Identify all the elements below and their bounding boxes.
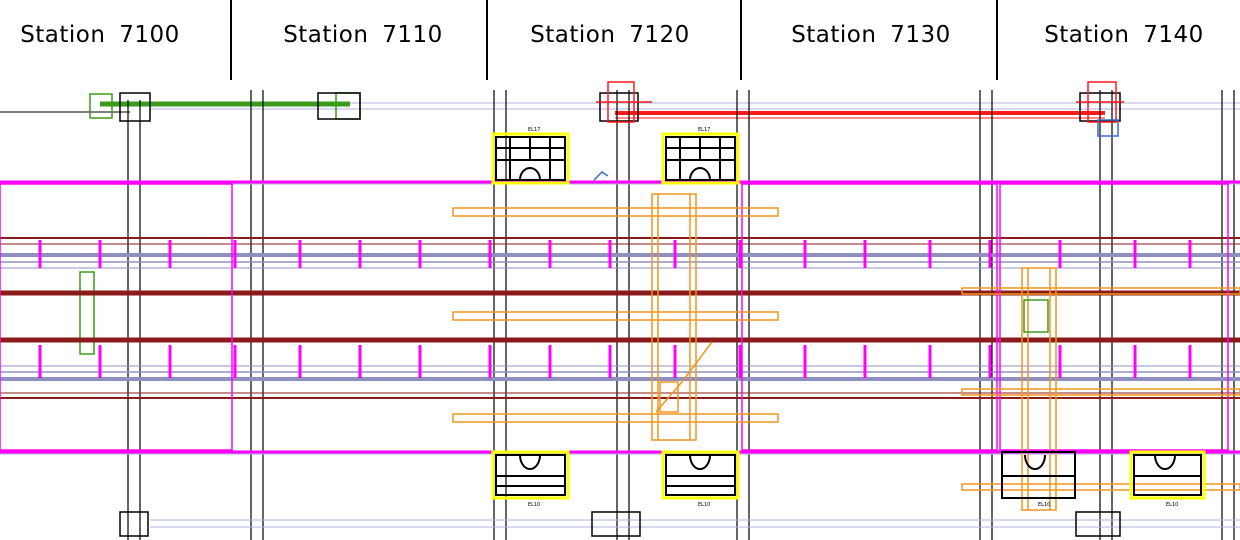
station-label-7110: Station 7110 — [283, 22, 443, 48]
fixture-cage-bottom — [491, 450, 1206, 500]
green-clamp-unit — [79, 92, 361, 355]
orange-lift-frame — [452, 193, 779, 441]
magenta-bracket-row-lower — [38, 345, 1192, 378]
magenta-bracket-row-upper — [38, 240, 1192, 268]
station-label-7140: Station 7140 — [1044, 22, 1204, 48]
station-dividers — [230, 0, 998, 80]
bottom-conveyor-rail — [119, 511, 1240, 537]
vertical-columns — [127, 90, 1235, 540]
fixture-tag: EL10 — [1166, 502, 1178, 508]
fixture-tag: EL17 — [528, 127, 540, 133]
fixture-tag: EL10 — [1038, 502, 1050, 508]
station-header: Station 7100 Station 7110 Station 7120 S… — [0, 0, 1240, 80]
black-clamp-boxes — [119, 92, 1121, 122]
main-rail-bands — [0, 237, 1240, 399]
station-label-7130: Station 7130 — [791, 22, 951, 48]
fixture-tag: EL17 — [698, 127, 710, 133]
green-gripper-7140 — [1023, 299, 1049, 333]
magenta-frame-lines — [0, 183, 1229, 451]
fixture-cage-top-left — [491, 132, 570, 185]
station-label-7120: Station 7120 — [530, 22, 690, 48]
red-clamp-unit — [596, 81, 1124, 123]
top-conveyor-rail — [0, 101, 1240, 119]
station-label-7100: Station 7100 — [20, 22, 180, 48]
fixture-cage-top-right — [661, 132, 740, 185]
fixture-tag: EL10 — [528, 502, 540, 508]
blue-marker — [593, 119, 1119, 181]
orange-lift-frame-7140 — [961, 267, 1240, 511]
fixture-tag: EL10 — [698, 502, 710, 508]
fixture-tags: EL17 EL17 EL10 EL10 EL10 EL10 — [528, 127, 1178, 508]
